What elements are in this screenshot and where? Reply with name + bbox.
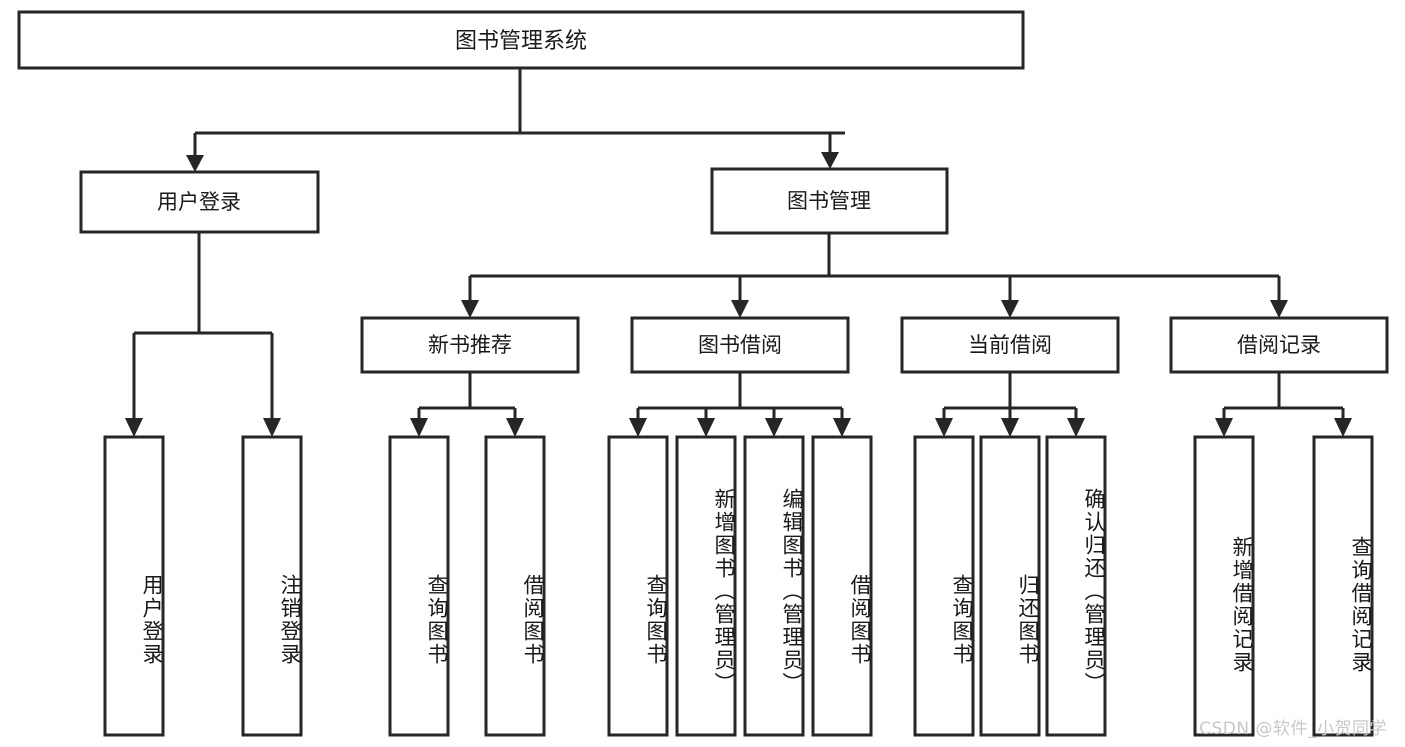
node-root-label: 图书管理系统: [455, 29, 587, 54]
leaf-node-query-book-recommend[interactable]: [388, 435, 450, 737]
arrow-head-icon: [833, 418, 851, 437]
arrow-head-icon: [821, 152, 839, 169]
arrow-head-icon: [506, 418, 524, 437]
node-new-book-recommend[interactable]: 新书推荐: [360, 316, 580, 374]
leaf-node-query-borrow-record[interactable]: [1312, 435, 1374, 737]
node-book-management-label: 图书管理: [787, 189, 871, 213]
connector-root-to-level1: [186, 68, 845, 172]
node-borrow-records-label: 借阅记录: [1237, 333, 1321, 357]
arrow-head-icon: [765, 418, 783, 437]
node-current-borrow-label: 当前借阅: [968, 333, 1052, 357]
leaf-node-return-book[interactable]: [979, 435, 1041, 737]
leaf-node-add-borrow-record[interactable]: [1193, 435, 1255, 737]
leaf-node-borrow-book[interactable]: [811, 435, 873, 737]
arrow-head-icon: [1270, 300, 1288, 318]
arrow-head-icon: [935, 418, 953, 437]
arrow-head-icon: [731, 300, 749, 318]
node-book-management[interactable]: 图书管理: [710, 167, 949, 235]
node-borrow-records[interactable]: 借阅记录: [1169, 316, 1389, 374]
connector-new-book-to-leaves: [410, 372, 524, 437]
node-user-login[interactable]: 用户登录: [79, 170, 320, 234]
connector-book-mgmt-to-level2: [461, 233, 1288, 318]
leaf-node-borrow-book-recommend[interactable]: [484, 435, 546, 737]
arrow-head-icon: [1001, 300, 1019, 318]
arrow-head-icon: [186, 155, 204, 172]
arrow-head-icon: [1001, 418, 1019, 437]
leaf-node-user-login[interactable]: [103, 435, 165, 737]
connector-current-borrow-to-leaves: [935, 372, 1085, 437]
connector-user-login-to-leaves: [125, 232, 281, 437]
arrow-head-icon: [1215, 418, 1233, 437]
watermark: CSDN @软件_小贺同学: [1199, 719, 1387, 739]
node-book-borrow-label: 图书借阅: [698, 333, 782, 357]
leaf-node-query-book-borrow[interactable]: [607, 435, 669, 737]
node-user-login-label: 用户登录: [157, 190, 241, 214]
arrow-head-icon: [410, 418, 428, 437]
leaf-node-edit-book-admin[interactable]: [743, 435, 805, 737]
leaf-node-add-book-admin[interactable]: [675, 435, 737, 737]
connector-book-borrow-to-leaves: [629, 372, 851, 437]
arrow-head-icon: [1334, 418, 1352, 437]
arrow-head-icon: [697, 418, 715, 437]
node-book-borrow[interactable]: 图书借阅: [630, 316, 850, 374]
node-current-borrow[interactable]: 当前借阅: [900, 316, 1120, 374]
connector-borrow-records-to-leaves: [1215, 372, 1352, 437]
arrow-head-icon: [263, 418, 281, 437]
arrow-head-icon: [1067, 418, 1085, 437]
arrow-head-icon: [461, 300, 479, 318]
leaf-node-logout[interactable]: [241, 435, 303, 737]
node-root-system[interactable]: 图书管理系统: [17, 10, 1025, 70]
leaf-node-query-book-current[interactable]: [913, 435, 975, 737]
arrow-head-icon: [629, 418, 647, 437]
node-new-book-recommend-label: 新书推荐: [428, 333, 512, 357]
arrow-head-icon: [125, 418, 143, 437]
leaf-node-confirm-return-admin[interactable]: [1045, 435, 1107, 737]
